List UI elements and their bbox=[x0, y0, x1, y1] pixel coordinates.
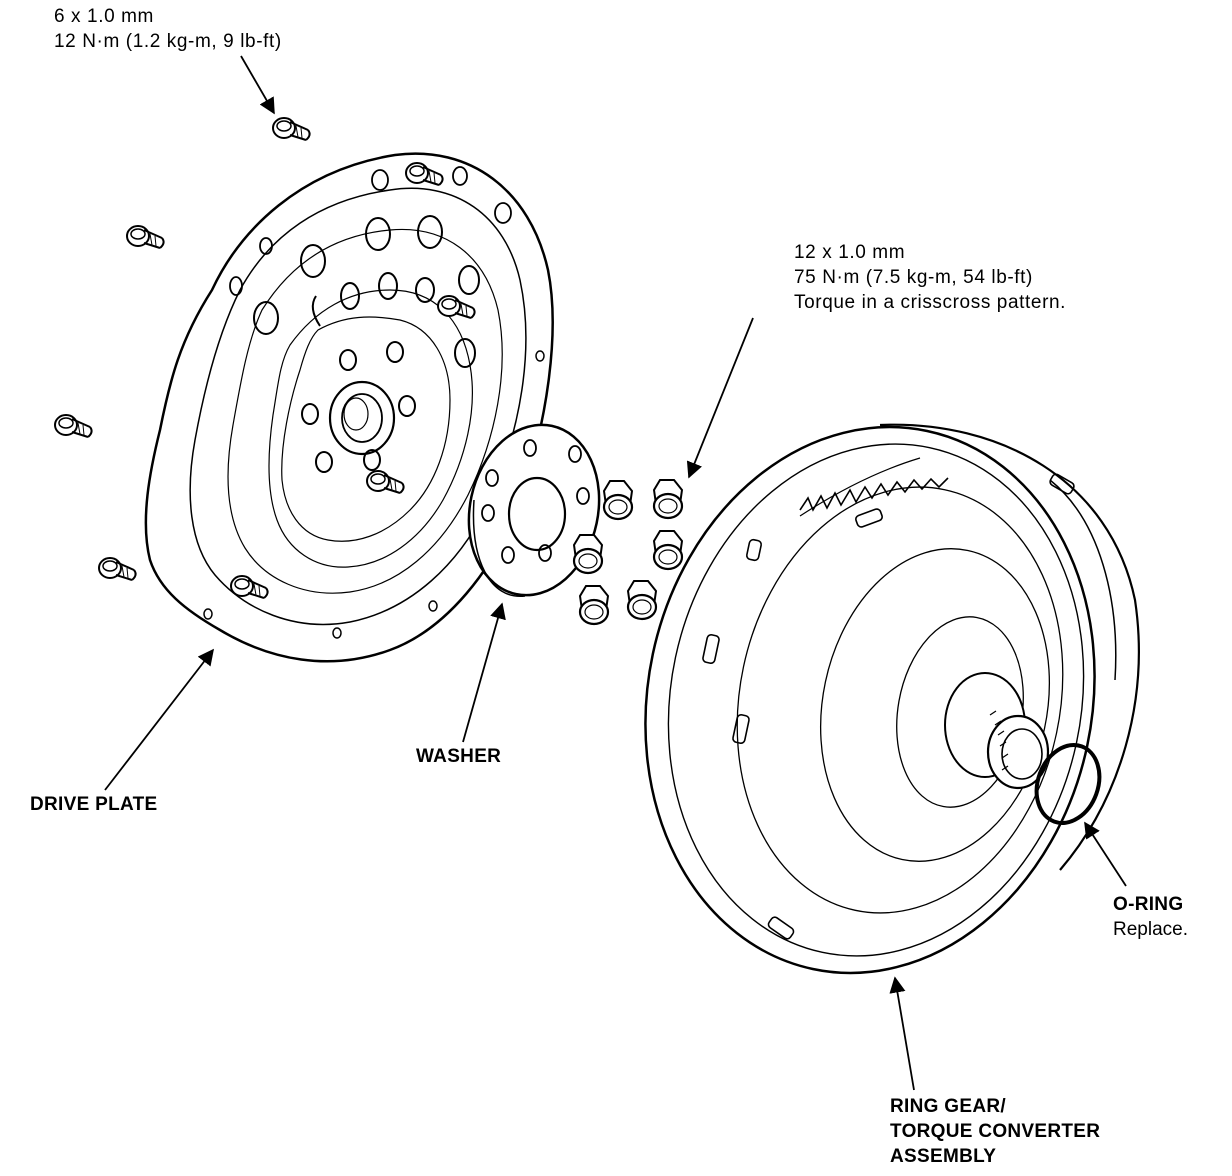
ring-gear-callout: RING GEAR/ TORQUE CONVERTER ASSEMBLY bbox=[890, 1094, 1100, 1169]
large-bolt-2 bbox=[652, 478, 684, 520]
o-ring-label: O-RING bbox=[1113, 894, 1184, 915]
small-bolt-callout: 6 x 1.0 mm 12 N·m (1.2 kg-m, 9 lb-ft) bbox=[54, 4, 282, 54]
ring-gear-label-line2: TORQUE CONVERTER bbox=[890, 1121, 1101, 1142]
ring-gear-teeth bbox=[799, 477, 949, 512]
small-bolt-4 bbox=[98, 557, 137, 581]
large-bolt-size: 12 x 1.0 mm bbox=[794, 242, 906, 263]
o-ring bbox=[1034, 743, 1102, 825]
arrow-ring-gear bbox=[889, 976, 915, 1091]
drive-plate-label: DRIVE PLATE bbox=[30, 794, 158, 815]
small-bolt-2 bbox=[126, 225, 165, 249]
large-bolt-torque: 75 N·m (7.5 kg-m, 54 lb-ft) bbox=[794, 267, 1033, 288]
torque-converter bbox=[644, 423, 1140, 975]
arrow-washer bbox=[462, 602, 506, 743]
arrow-drive-plate bbox=[104, 648, 214, 791]
o-ring-note: Replace. bbox=[1113, 919, 1188, 940]
large-bolt-3 bbox=[652, 529, 684, 571]
large-bolt-4 bbox=[572, 533, 604, 575]
arrow-large-bolt bbox=[686, 317, 754, 479]
arrow-o-ring bbox=[1084, 821, 1127, 887]
large-bolt-6 bbox=[626, 579, 658, 621]
washer-center-hole bbox=[507, 476, 567, 552]
small-bolt-3 bbox=[54, 414, 93, 438]
large-bolt-5 bbox=[578, 584, 610, 626]
drive-plate bbox=[144, 152, 554, 663]
o-ring-callout: O-RING Replace. bbox=[1113, 892, 1188, 942]
small-bolt-torque: 12 N·m (1.2 kg-m, 9 lb-ft) bbox=[54, 31, 282, 52]
torque-converter-back-rim bbox=[879, 423, 1140, 871]
arrow-small-bolt bbox=[240, 55, 275, 115]
small-bolt-size: 6 x 1.0 mm bbox=[54, 6, 154, 27]
washer-label: WASHER bbox=[416, 746, 502, 767]
small-bolt-1 bbox=[272, 117, 311, 141]
large-bolt-1 bbox=[602, 479, 634, 521]
leader-arrows bbox=[104, 55, 1127, 1091]
ring-gear-label-line3: ASSEMBLY bbox=[890, 1146, 997, 1167]
large-bolt-note: Torque in a crisscross pattern. bbox=[794, 292, 1067, 313]
large-bolt-callout: 12 x 1.0 mm 75 N·m (7.5 kg-m, 54 lb-ft) … bbox=[794, 240, 1066, 315]
drive-plate-hub bbox=[328, 380, 396, 456]
washer bbox=[467, 423, 601, 597]
ring-gear-label-line1: RING GEAR/ bbox=[890, 1096, 1006, 1117]
